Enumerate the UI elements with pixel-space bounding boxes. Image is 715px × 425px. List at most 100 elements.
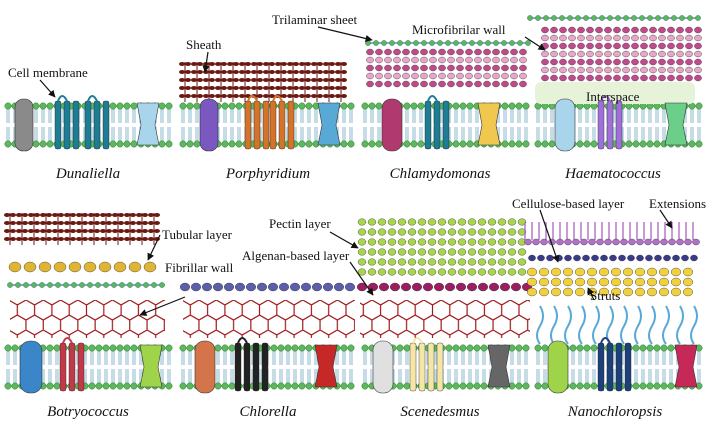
wall-bead (595, 34, 603, 42)
wall-bead (618, 254, 626, 262)
wall-bead (640, 42, 648, 50)
wall-bead (588, 238, 596, 246)
wall-bead (39, 282, 45, 288)
sheath-bead (76, 237, 82, 241)
sheath-bead (70, 221, 76, 225)
sheath-bead (275, 86, 281, 90)
lipid-head (102, 382, 110, 390)
structure-labels: Cell membrane Sheath Trilaminar sheet Mi… (8, 12, 706, 303)
sheath-bead (52, 229, 58, 233)
wall-bead (517, 248, 527, 256)
lipid-head (340, 102, 348, 110)
wall-bead (550, 42, 558, 50)
sheath-bead (100, 213, 106, 217)
lipid-head (193, 140, 201, 148)
wall-bead (659, 267, 670, 277)
protein-loop (237, 337, 248, 344)
lipid-head (445, 344, 453, 352)
sheath-bead (185, 78, 191, 82)
sheath-bead (185, 86, 191, 90)
wall-bead (87, 282, 93, 288)
wall-bead (595, 74, 603, 82)
wall-bead (366, 80, 374, 88)
lipid-head (165, 344, 173, 352)
wall-bead (527, 287, 538, 297)
wall-bead (676, 74, 684, 82)
wall-bead (373, 40, 379, 46)
membrane-protein-icon (194, 340, 216, 394)
wall-bead (461, 40, 467, 46)
lipid-head (109, 382, 117, 390)
wall-bead (487, 238, 497, 246)
wall-bead (599, 15, 605, 21)
lipid-head (583, 344, 591, 352)
wall-bead (487, 218, 497, 226)
interspace-zone (535, 82, 695, 104)
lipid-head (109, 140, 117, 148)
sheath-bead (179, 86, 185, 90)
wall-bead (457, 238, 467, 246)
sheath-bead (287, 86, 293, 90)
wall-bead (640, 34, 648, 42)
wall-bead (507, 238, 517, 246)
lipid-head (466, 140, 474, 148)
sheath-bead (22, 229, 28, 233)
sheath-bead (142, 221, 148, 225)
wall-bead (612, 238, 620, 246)
wall-bead (437, 218, 447, 226)
lipid-head (653, 344, 661, 352)
strut (648, 305, 656, 345)
wall-bead (532, 238, 540, 246)
lipid-head (4, 140, 12, 148)
wall-bead (420, 72, 428, 80)
sheath-bead (245, 62, 251, 66)
wall-bead (694, 42, 702, 50)
lipid-head (410, 140, 418, 148)
wall-bead (539, 287, 550, 297)
wall-bead (683, 267, 694, 277)
wall-bead (507, 268, 517, 276)
pointer-arrow-icon (202, 51, 210, 73)
sheath-bead (4, 237, 10, 241)
wall-bead (694, 58, 702, 66)
sheath-bead (305, 70, 311, 74)
sheath-bead (269, 78, 275, 82)
wall-bead (695, 15, 701, 21)
sheath-bead (263, 62, 269, 66)
sheath-bead (299, 94, 305, 98)
wall-bead (367, 218, 377, 226)
wall-bead (510, 48, 518, 56)
lipid-head (590, 344, 598, 352)
wall-bead (551, 267, 562, 277)
sheath-bead (34, 221, 40, 225)
wall-bead (393, 80, 401, 88)
lipid-head (228, 140, 236, 148)
sheath-bead (287, 62, 293, 66)
membrane-protein-icon (102, 100, 110, 150)
lipid-head (515, 344, 523, 352)
wall-bead (580, 238, 588, 246)
wall-bead (467, 238, 477, 246)
wall-bead (366, 56, 374, 64)
sheath-bead (185, 94, 191, 98)
wall-bead (279, 282, 290, 292)
wall-bead (685, 50, 693, 58)
lipid-head (53, 382, 61, 390)
wall-bead (540, 238, 548, 246)
wall-bead (427, 248, 437, 256)
sheath-bead (76, 213, 82, 217)
wall-bead (631, 15, 637, 21)
wall-bead (447, 268, 457, 276)
lipid-head (508, 102, 516, 110)
wall-bead (437, 238, 447, 246)
lipid-head (632, 140, 640, 148)
sheath-bead (323, 78, 329, 82)
wall-bead (658, 66, 666, 74)
species-captions: Dunaliella Porphyridium Chlamydomonas Ha… (47, 166, 662, 420)
lipid-head (32, 140, 40, 148)
wall-bead (644, 238, 652, 246)
wall-bead (423, 282, 434, 292)
wall-bead (559, 74, 567, 82)
wall-bead (658, 58, 666, 66)
label-tubular-layer: Tubular layer (162, 227, 233, 242)
